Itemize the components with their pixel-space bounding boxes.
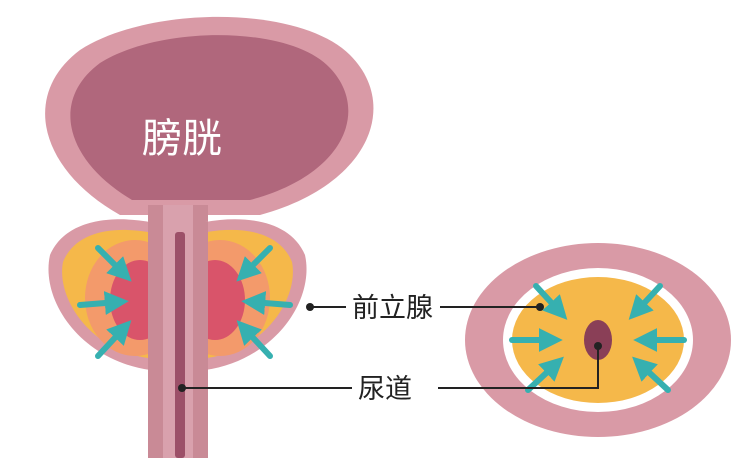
compression-arrow-icon: [95, 245, 132, 282]
cross-section: [465, 243, 731, 437]
prostate-label: 前立腺: [352, 293, 433, 324]
urethra-callout: 尿道: [178, 342, 602, 405]
urethra-tube-front: [148, 222, 208, 458]
bladder: 膀胱: [45, 16, 374, 216]
compression-arrow-icon: [525, 356, 564, 393]
urethra-label: 尿道: [358, 374, 412, 405]
compression-arrow-icon: [628, 283, 663, 320]
urethra-leader-right: [438, 346, 599, 389]
urethra-pointer-dot-right: [594, 342, 602, 350]
side-view-arrows: [77, 245, 293, 359]
compression-arrow-icon: [241, 291, 293, 316]
bladder-inner: [70, 35, 349, 201]
compression-arrow-icon: [632, 356, 671, 393]
compression-arrow-icon: [236, 245, 273, 282]
compression-arrow-icon: [533, 283, 568, 320]
compression-arrow-icon: [95, 320, 132, 359]
compression-arrow-icon: [77, 291, 129, 316]
urethra-lumen-front: [175, 232, 185, 458]
bladder-label: 膀胱: [142, 116, 222, 162]
prostate-pointer-dot-right: [536, 303, 544, 311]
cross-section-arrows: [509, 283, 687, 393]
prostate-callout: 前立腺: [306, 293, 544, 324]
compression-arrow-icon: [236, 320, 273, 359]
cross-section-lumen: [584, 320, 612, 360]
